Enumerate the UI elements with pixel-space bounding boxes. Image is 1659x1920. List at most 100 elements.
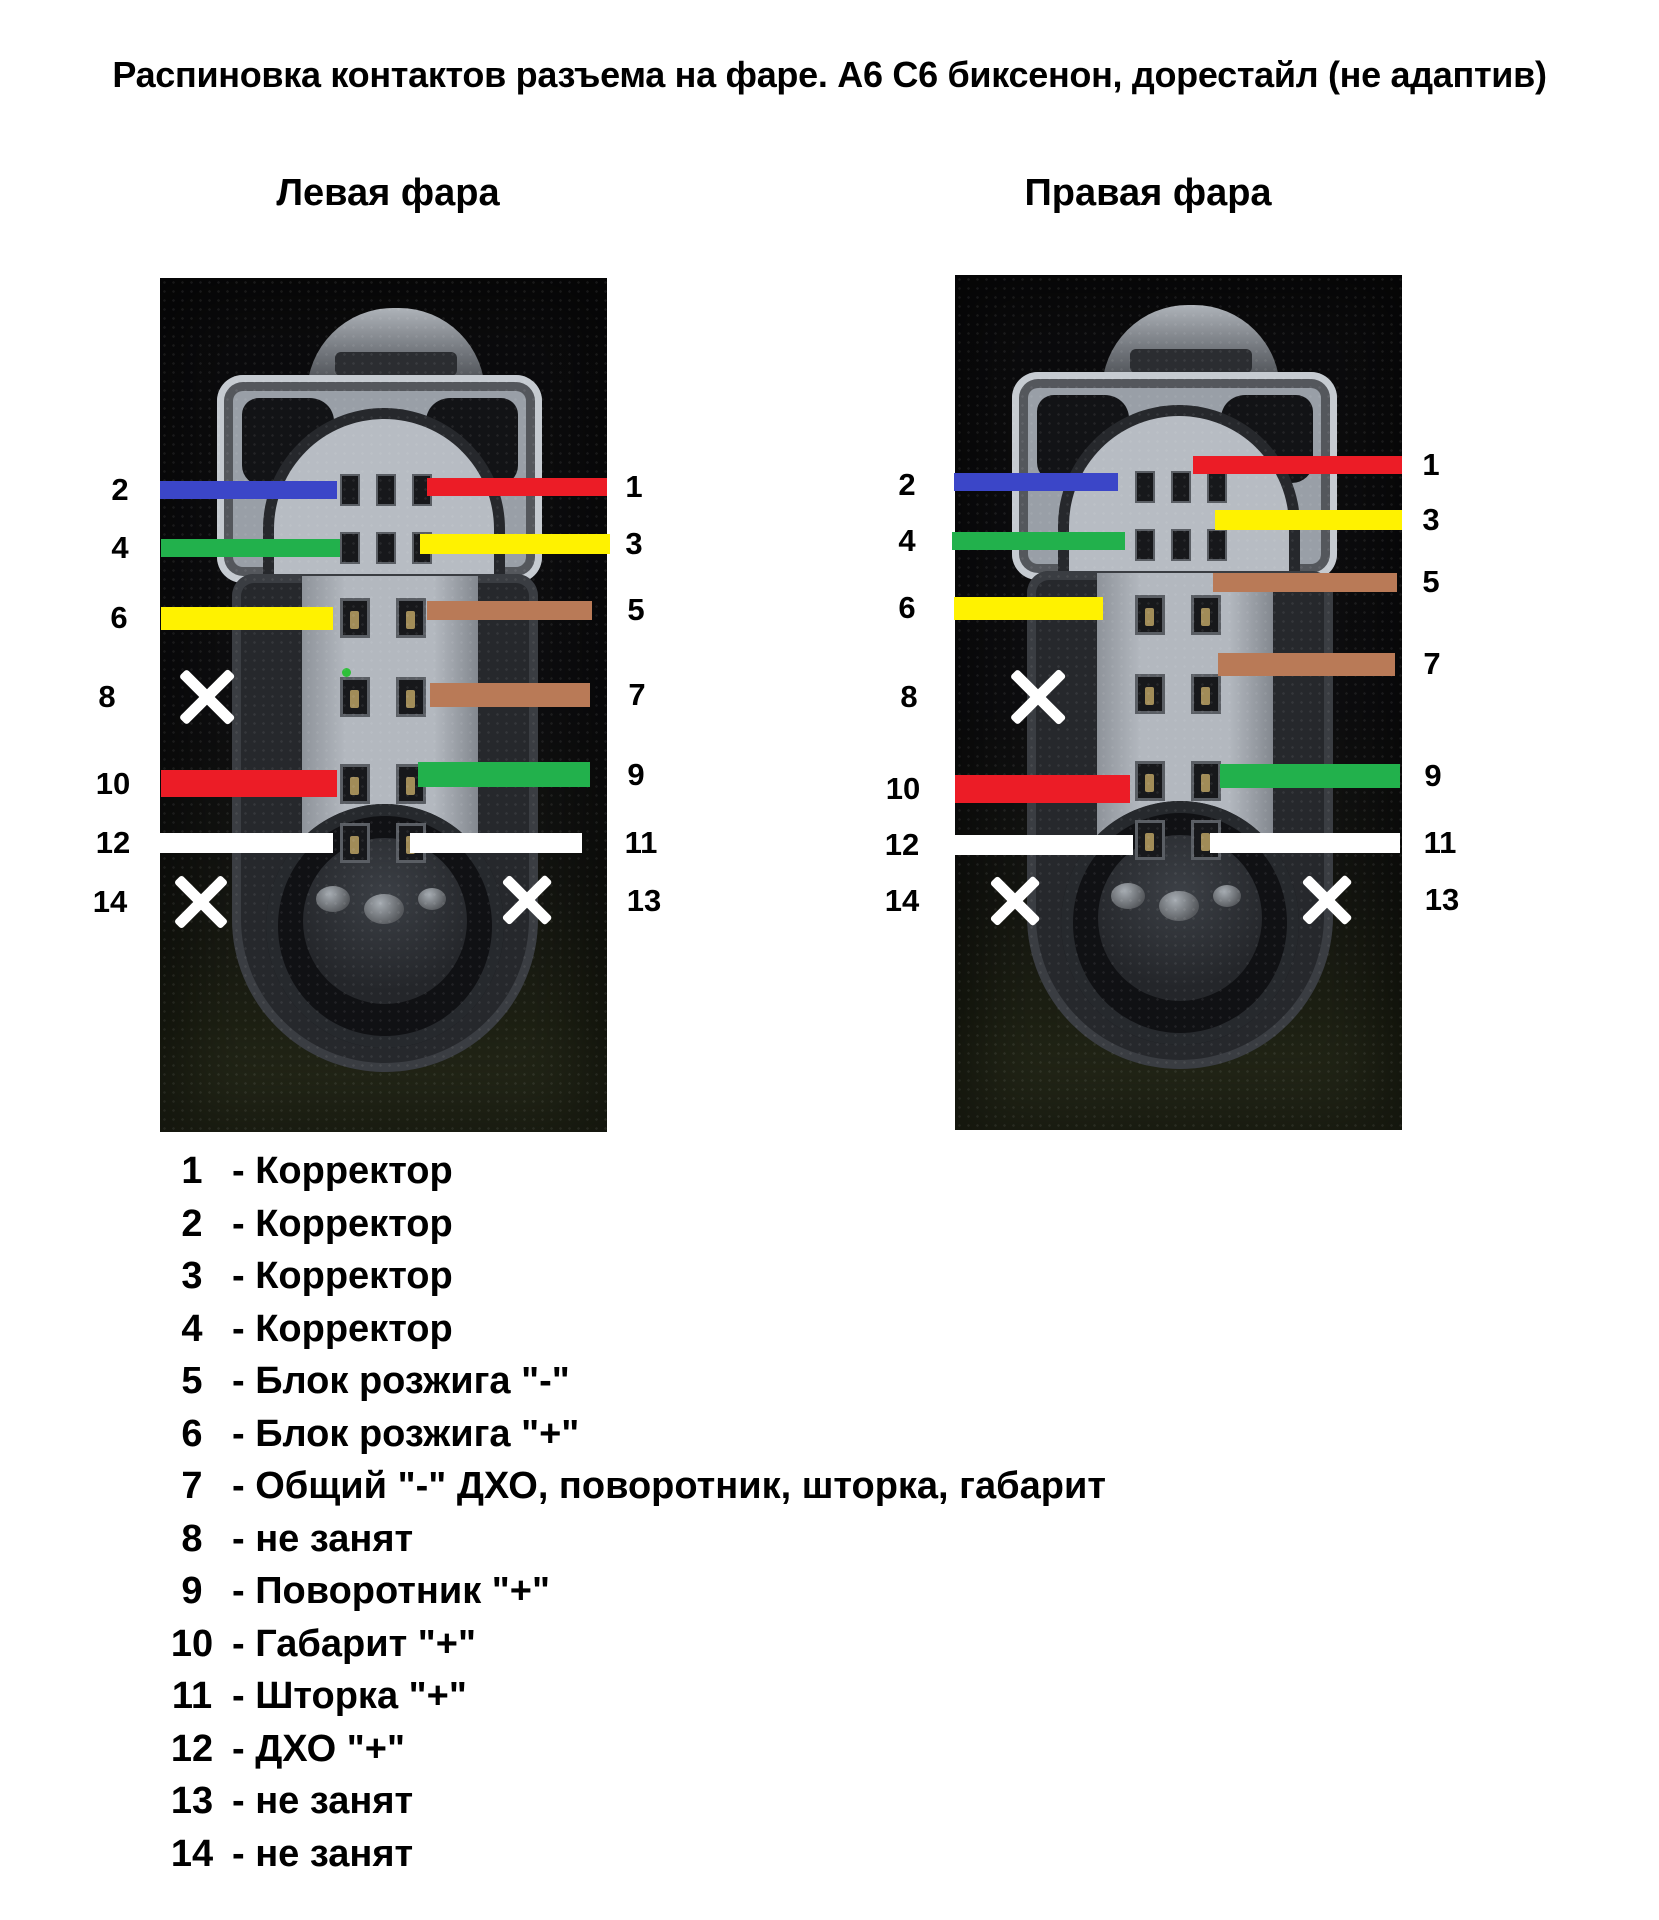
terminal-pin bbox=[350, 611, 359, 629]
pin-number-3: 3 bbox=[625, 526, 643, 561]
terminal-slot bbox=[340, 532, 360, 564]
terminal-row bbox=[332, 598, 438, 638]
wire-bar-pin-2 bbox=[954, 473, 1118, 491]
legend-pin-label: - не занят bbox=[232, 1780, 414, 1822]
terminal-slot bbox=[1135, 761, 1165, 801]
legend-pin-number: 7 bbox=[181, 1465, 203, 1507]
terminal-row bbox=[1127, 674, 1233, 714]
wire-bar-pin-6 bbox=[954, 597, 1103, 620]
terminal-pin bbox=[1145, 833, 1154, 851]
legend-pin-label: - Общий "-" ДХО, поворотник, шторка, габ… bbox=[232, 1465, 1106, 1507]
pin-number-5: 5 bbox=[627, 592, 645, 627]
solder-blob bbox=[418, 888, 446, 910]
terminal-row bbox=[332, 470, 438, 510]
terminal-slot bbox=[396, 677, 426, 717]
legend-item-3: 3 - Корректор bbox=[0, 1255, 1659, 1303]
pin-number-9: 9 bbox=[1424, 758, 1442, 793]
terminal-slot bbox=[1135, 820, 1165, 860]
pin-number-14: 14 bbox=[884, 883, 920, 918]
terminal-slot bbox=[340, 598, 370, 638]
wire-bar-pin-7 bbox=[1218, 653, 1395, 676]
terminal-pin bbox=[1201, 608, 1210, 626]
pin-number-8: 8 bbox=[98, 679, 116, 714]
right-headlight-title: Правая фара bbox=[1024, 172, 1272, 214]
pin-number-13: 13 bbox=[626, 883, 662, 918]
legend-item-14: 14- не занят bbox=[0, 1833, 1659, 1881]
terminal-slot bbox=[1135, 471, 1155, 503]
solder-blob bbox=[316, 886, 350, 912]
terminal-slot bbox=[376, 474, 396, 506]
terminal-pin bbox=[350, 836, 359, 854]
legend-pin-label: - не занят bbox=[232, 1517, 414, 1560]
legend-pin-label: - Шторка "+" bbox=[232, 1675, 467, 1717]
legend-pin-number: 6 bbox=[181, 1412, 203, 1455]
empty-pin-mark-8 bbox=[1012, 671, 1064, 723]
terminal-slot bbox=[340, 764, 370, 804]
legend-pin-label: - Блок розжига "+" bbox=[232, 1412, 580, 1455]
wire-bar-pin-5 bbox=[427, 601, 592, 620]
terminal-pin bbox=[1201, 774, 1210, 792]
terminal-pin bbox=[1201, 833, 1210, 851]
solder-blob bbox=[1111, 883, 1145, 909]
solder-blob bbox=[364, 894, 404, 924]
wire-bar-pin-1 bbox=[1193, 456, 1402, 474]
legend-pin-number: 14 bbox=[170, 1832, 214, 1875]
legend-pin-label: - Корректор bbox=[232, 1202, 453, 1245]
wire-bar-pin-11 bbox=[410, 833, 582, 853]
terminal-slot bbox=[1171, 529, 1191, 561]
terminal-slot bbox=[1135, 674, 1165, 714]
terminal-slot bbox=[1207, 529, 1227, 561]
wire-bar-pin-3 bbox=[420, 534, 610, 554]
left-headlight-title: Левая фара bbox=[276, 172, 500, 214]
legend-pin-label: - Габарит "+" bbox=[232, 1622, 476, 1665]
empty-pin-mark-14 bbox=[992, 878, 1038, 924]
pin-number-11: 11 bbox=[624, 825, 658, 860]
terminal-row bbox=[332, 764, 438, 804]
pin-number-14: 14 bbox=[92, 884, 128, 919]
pin-number-6: 6 bbox=[898, 590, 916, 625]
legend-item-12: 12 - ДХО "+" bbox=[0, 1728, 1659, 1776]
legend-item-6: 6 - Блок розжига "+" bbox=[0, 1413, 1659, 1461]
pin-number-10: 10 bbox=[885, 771, 921, 806]
legend-item-5: 5- Блок розжига "-" bbox=[0, 1360, 1659, 1408]
legend-item-7: 7 - Общий "-" ДХО, поворотник, шторка, га… bbox=[0, 1465, 1659, 1513]
legend-pin-label: - ДХО "+" bbox=[232, 1727, 405, 1770]
pin-number-1: 1 bbox=[625, 469, 643, 504]
legend-pin-number: 12 bbox=[170, 1727, 214, 1770]
legend-pin-number: 10 bbox=[170, 1622, 214, 1665]
terminal-row bbox=[1127, 467, 1233, 507]
terminal-slot bbox=[340, 474, 360, 506]
legend-pin-label: - Корректор bbox=[232, 1255, 453, 1297]
pin-number-7: 7 bbox=[628, 677, 646, 712]
terminal-pin bbox=[1145, 687, 1154, 705]
pin-number-3: 3 bbox=[1422, 502, 1440, 537]
legend-item-2: 2 - Корректор bbox=[0, 1203, 1659, 1251]
terminal-pin bbox=[350, 690, 359, 708]
terminal-pin bbox=[350, 777, 359, 795]
terminal-pin bbox=[1145, 774, 1154, 792]
legend-pin-number: 3 bbox=[181, 1255, 203, 1297]
legend-item-8: 8- не занят bbox=[0, 1518, 1659, 1566]
terminal-pin bbox=[406, 690, 415, 708]
wire-bar-pin-1 bbox=[427, 478, 607, 496]
legend-pin-label: - Блок розжига "-" bbox=[232, 1360, 570, 1402]
empty-pin-mark-13 bbox=[1304, 877, 1350, 923]
wire-bar-pin-10 bbox=[955, 775, 1130, 803]
legend-item-1: 1- Корректор bbox=[0, 1150, 1659, 1198]
legend-item-11: 11- Шторка "+" bbox=[0, 1675, 1659, 1723]
pin-number-10: 10 bbox=[95, 766, 131, 801]
legend-pin-number: 2 bbox=[181, 1202, 203, 1245]
wire-bar-pin-6 bbox=[161, 607, 333, 630]
terminal-pin bbox=[1145, 608, 1154, 626]
legend-pin-number: 13 bbox=[170, 1780, 214, 1822]
pin-number-8: 8 bbox=[900, 679, 918, 714]
terminal-slot bbox=[1191, 674, 1221, 714]
empty-pin-mark-8 bbox=[181, 671, 233, 723]
terminal-slot bbox=[340, 677, 370, 717]
terminal-slot bbox=[340, 823, 370, 863]
legend-pin-label: - Поворотник "+" bbox=[232, 1570, 551, 1612]
wire-bar-pin-7 bbox=[430, 683, 590, 707]
pin-number-2: 2 bbox=[898, 467, 916, 502]
wire-bar-pin-9 bbox=[418, 762, 590, 787]
